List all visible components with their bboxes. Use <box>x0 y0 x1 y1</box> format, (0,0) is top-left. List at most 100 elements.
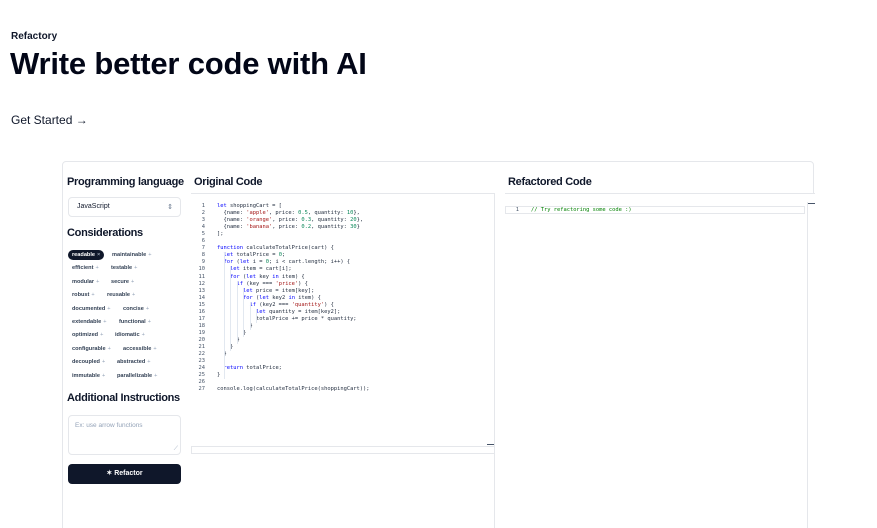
add-icon: + <box>100 332 104 339</box>
tag-label: parallelizable <box>117 372 153 379</box>
code-line: 16 let quantity = item[key2]; <box>191 308 341 316</box>
refactored-code-editor[interactable]: 1// Try refactoring some code :) <box>505 193 815 528</box>
tag-idiomatic[interactable]: idiomatic+ <box>111 330 149 341</box>
code-line: 25} <box>191 372 221 379</box>
line-number: 4 <box>201 224 205 231</box>
chevron-updown-icon: ⇕ <box>167 204 173 211</box>
add-icon: + <box>154 372 158 379</box>
indent-guide <box>256 308 257 323</box>
tag-decoupled[interactable]: decoupled+ <box>68 357 110 368</box>
add-icon: + <box>101 359 106 366</box>
add-icon: + <box>147 319 152 325</box>
add-icon: + <box>96 278 100 285</box>
add-icon: + <box>107 345 111 352</box>
tag-accessible[interactable]: accessible+ <box>119 343 161 354</box>
add-icon: + <box>147 359 151 366</box>
indent-guide <box>249 301 251 330</box>
line-number: 10 <box>198 266 206 273</box>
resize-grip-icon[interactable]: ⟋ <box>173 446 178 452</box>
line-number: 16 <box>198 308 206 315</box>
instructions-textarea[interactable]: Ex: use arrow functions ⟋ <box>68 415 181 455</box>
add-icon: + <box>103 319 107 325</box>
tag-label: efficient <box>72 265 94 272</box>
language-select-value: JavaScript <box>77 203 110 210</box>
code-line: 4 {name: 'banana', price: 0.2, quantity:… <box>191 224 360 231</box>
tag-immutable[interactable]: immutable+ <box>68 370 110 381</box>
tag-label: abstracted <box>117 359 146 366</box>
code-line: 6 <box>191 238 217 245</box>
tag-maintainable[interactable]: maintainable+ <box>108 250 156 260</box>
add-icon: + <box>131 278 135 285</box>
tag-concise[interactable]: concise+ <box>119 303 154 314</box>
tag-secure[interactable]: secure+ <box>107 276 139 287</box>
instructions-placeholder: Ex: use arrow functions <box>75 422 143 429</box>
refactor-button[interactable]: ✶ Refactor <box>68 464 181 484</box>
refactor-button-label: Refactor <box>114 470 143 477</box>
line-number: 6 <box>201 238 205 245</box>
code-line: 13 let price = item[key]; <box>191 288 315 295</box>
add-icon: + <box>101 372 106 379</box>
tag-label: configurable <box>72 345 106 352</box>
tag-readable[interactable]: readable× <box>68 250 105 260</box>
code-line: 19 } <box>191 329 247 337</box>
refactored-code-title: Refactored Code <box>508 176 592 188</box>
line-number: 11 <box>198 273 206 280</box>
tag-label: secure <box>111 278 130 285</box>
add-icon: + <box>132 292 136 299</box>
code-line: 15 if (key2 === 'quantity') { <box>191 302 334 309</box>
tag-label: robust <box>72 292 90 299</box>
tag-label: idiomatic <box>115 332 140 339</box>
line-number: 20 <box>198 336 206 343</box>
tag-documented[interactable]: documented+ <box>68 303 115 314</box>
add-icon: + <box>107 305 111 312</box>
code-line: 11 for (let key in item) { <box>191 274 305 281</box>
line-number: 27 <box>198 386 206 393</box>
line-number: 15 <box>198 301 206 308</box>
editor-scrollbar[interactable] <box>807 202 815 528</box>
line-number: 8 <box>201 252 205 259</box>
line-number: 12 <box>198 280 206 287</box>
line-number: 25 <box>198 372 206 379</box>
line-number: 22 <box>198 351 206 358</box>
tag-functional[interactable]: functional+ <box>115 317 156 327</box>
line-number: 19 <box>198 329 206 336</box>
overview-ruler-marker <box>808 203 815 204</box>
line-number: 1 <box>515 207 519 213</box>
add-icon: + <box>145 305 150 312</box>
code-line: 22 } <box>191 351 227 358</box>
code-line: 18 } <box>191 323 253 330</box>
language-select[interactable]: JavaScript ⇕ <box>68 197 181 217</box>
tag-abstracted[interactable]: abstracted+ <box>113 357 155 368</box>
tag-label: documented <box>72 305 106 312</box>
indent-guide <box>243 287 244 337</box>
tag-testable[interactable]: testable+ <box>107 263 142 274</box>
tag-configurable[interactable]: configurable+ <box>68 343 115 354</box>
tag-modular[interactable]: modular+ <box>68 276 104 287</box>
code-line: 5]; <box>191 231 224 238</box>
tag-parallelizable[interactable]: parallelizable+ <box>113 370 162 381</box>
code-line: 17 totalPrice += price * quantity; <box>191 316 357 323</box>
tag-extendable[interactable]: extendable+ <box>68 317 111 327</box>
magic-wand-icon: ✶ <box>106 470 113 477</box>
tag-optimized[interactable]: optimized+ <box>68 330 108 341</box>
language-section-title: Programming language <box>67 176 184 188</box>
code-line: 21 } <box>191 344 234 351</box>
tag-efficient[interactable]: efficient+ <box>68 263 103 274</box>
line-number: 23 <box>198 358 206 365</box>
tag-robust[interactable]: robust+ <box>68 290 99 301</box>
code-line: 10 let item = cart[i]; <box>191 266 292 273</box>
line-number: 14 <box>198 294 206 301</box>
get-started-link[interactable]: Get Started → <box>11 113 88 127</box>
tag-label: accessible <box>123 345 152 352</box>
code-line: 9 for (let i = 0; i < cart.length; i++) … <box>191 259 350 266</box>
code-line: 20 } <box>191 337 240 344</box>
line-number: 3 <box>201 217 205 224</box>
instructions-section-title: Additional Instructions <box>67 392 180 404</box>
original-code-title: Original Code <box>194 176 263 188</box>
line-number: 5 <box>201 231 205 238</box>
remove-icon: × <box>97 252 101 258</box>
tag-reusable[interactable]: reusable+ <box>103 290 140 301</box>
